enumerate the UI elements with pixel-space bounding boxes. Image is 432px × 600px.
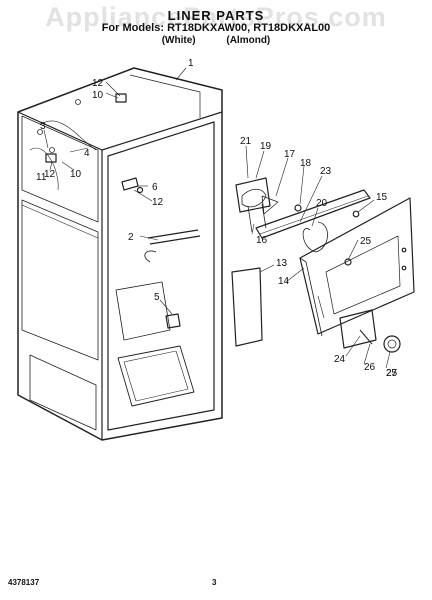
callout-23: 23 [320, 166, 332, 177]
callout-6: 6 [152, 182, 158, 193]
callout-25: 25 [360, 236, 372, 247]
callout-5: 5 [154, 292, 160, 303]
callout-21: 21 [240, 136, 252, 147]
document-number: 4378137 [8, 578, 40, 587]
callout-27: 27 [386, 368, 398, 379]
callout-2: 2 [128, 232, 134, 243]
freezer-hardware [45, 93, 201, 329]
watermark: AppliancePartsPros.com [45, 2, 387, 32]
callout-1: 1 [188, 58, 194, 69]
callout-12: 12 [92, 78, 104, 89]
fan-shroud-bracket [255, 189, 371, 253]
callout-4: 4 [84, 148, 90, 159]
page-number: 3 [212, 578, 217, 587]
callout-20: 20 [316, 198, 328, 209]
callout-13: 13 [276, 258, 288, 269]
callout-19: 19 [260, 141, 272, 152]
callout-10: 10 [70, 169, 82, 180]
callout-12: 12 [152, 197, 164, 208]
callout-15: 15 [376, 192, 388, 203]
control-knob-parts [339, 309, 401, 353]
callout-25: 25 [386, 368, 398, 379]
callout-16: 16 [256, 235, 268, 246]
evaporator-fan-assembly [235, 177, 302, 233]
callout-11: 11 [36, 172, 47, 183]
callout-26: 26 [364, 362, 376, 373]
callout-10: 10 [92, 90, 104, 101]
callout-14: 14 [278, 276, 290, 287]
page-title: LINER PARTS [167, 8, 265, 23]
control-housing [299, 197, 415, 337]
air-duct-cover [231, 267, 263, 347]
callout-18: 18 [300, 158, 312, 169]
callout-24: 24 [334, 354, 346, 365]
leader-lines [43, 67, 391, 369]
callout-12: 12 [44, 169, 56, 180]
liner-cabinet [17, 67, 223, 441]
callout-17: 17 [284, 149, 296, 160]
callout-3: 3 [40, 121, 46, 132]
color-line: (White) (Almond) [161, 35, 271, 46]
model-line: For Models: RT18DKXAW00, RT18DKXAL00 [101, 22, 331, 34]
